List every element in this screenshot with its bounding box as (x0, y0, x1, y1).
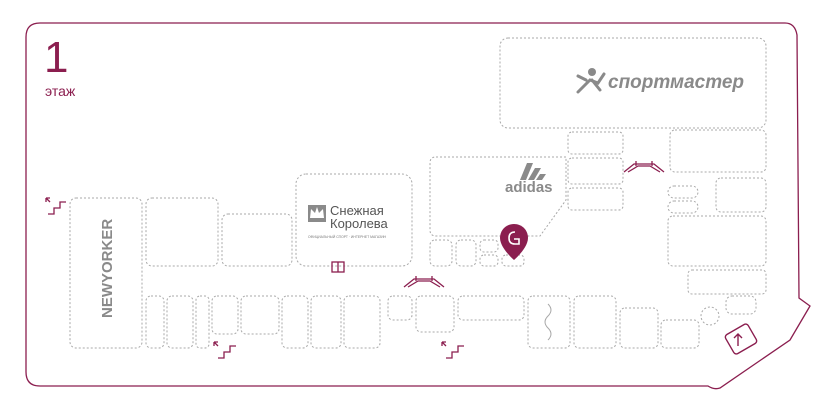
store-sportmaster[interactable]: спортмастер (499, 37, 767, 129)
shop-unit[interactable] (619, 307, 659, 349)
shop-unit[interactable] (310, 295, 342, 349)
location-pin-icon[interactable] (500, 224, 528, 260)
escalator-icon (403, 276, 445, 288)
shop-unit[interactable] (567, 187, 624, 211)
store-adidas[interactable]: adidas (429, 156, 567, 237)
shop-unit[interactable] (166, 295, 194, 349)
sportmaster-logo-icon (576, 68, 606, 94)
stairs-icon (45, 197, 66, 215)
shop-unit[interactable] (479, 254, 499, 267)
snow-queen-line2: Королева (330, 216, 389, 231)
store-snow-queen[interactable]: Снежная Королева ОФИЦИАЛЬНЫЙ СПОРТ · ИНТ… (295, 173, 413, 267)
floor-number: 1 (44, 33, 69, 82)
shop-unit[interactable] (387, 295, 413, 321)
shop-unit[interactable] (457, 295, 525, 321)
shop-unit[interactable] (145, 295, 165, 349)
shop-unit[interactable] (501, 254, 525, 267)
shop-unit[interactable] (667, 200, 699, 214)
stairs-icon (213, 341, 236, 359)
shop-unit[interactable] (195, 295, 210, 349)
shop-unit[interactable] (687, 269, 767, 295)
small-kiosks (429, 239, 525, 267)
floor-label: этаж (45, 83, 76, 99)
newyorker-label: NEWYORKER (99, 219, 116, 318)
shop-unit[interactable] (567, 157, 624, 185)
shop-unit[interactable] (527, 295, 571, 349)
kiosk[interactable] (700, 306, 720, 326)
shop-unit[interactable] (667, 215, 767, 267)
shop-unit[interactable] (660, 319, 700, 349)
shop-unit[interactable] (715, 177, 767, 213)
shop-unit[interactable] (725, 295, 757, 315)
shop-unit[interactable] (455, 239, 477, 267)
entrance-icon[interactable] (724, 323, 758, 355)
left-shops (145, 197, 293, 267)
shop-unit[interactable] (567, 131, 624, 155)
shop-unit[interactable] (281, 295, 309, 349)
shop-unit[interactable] (669, 129, 767, 173)
snow-queen-line1: Снежная (330, 203, 384, 218)
shop-unit[interactable] (479, 239, 499, 253)
shop-unit[interactable] (211, 295, 239, 335)
shop-unit[interactable] (429, 239, 453, 267)
shop-unit[interactable] (573, 295, 617, 349)
shop-unit[interactable] (415, 295, 455, 333)
stairs-icon (441, 341, 464, 359)
shop-logo-mark (544, 303, 552, 341)
adidas-label: adidas (505, 179, 553, 196)
snow-queen-tagline: ОФИЦИАЛЬНЫЙ СПОРТ · ИНТЕРНЕТ МАГАЗИН (308, 235, 387, 239)
shop-unit[interactable] (240, 295, 280, 335)
right-shops (567, 129, 767, 326)
crown-icon (308, 205, 326, 222)
shop-unit[interactable] (343, 295, 381, 349)
adidas-logo-icon (520, 163, 546, 180)
shop-unit[interactable] (221, 213, 293, 267)
elevator-icon (331, 261, 345, 273)
building-outline (25, 22, 811, 390)
bottom-shops (145, 295, 700, 349)
shop-unit[interactable] (145, 197, 219, 267)
shop-unit[interactable] (667, 185, 699, 199)
store-newyorker[interactable]: NEWYORKER (69, 197, 143, 349)
sportmaster-label: спортмастер (608, 72, 744, 93)
escalator-icon (623, 161, 665, 173)
